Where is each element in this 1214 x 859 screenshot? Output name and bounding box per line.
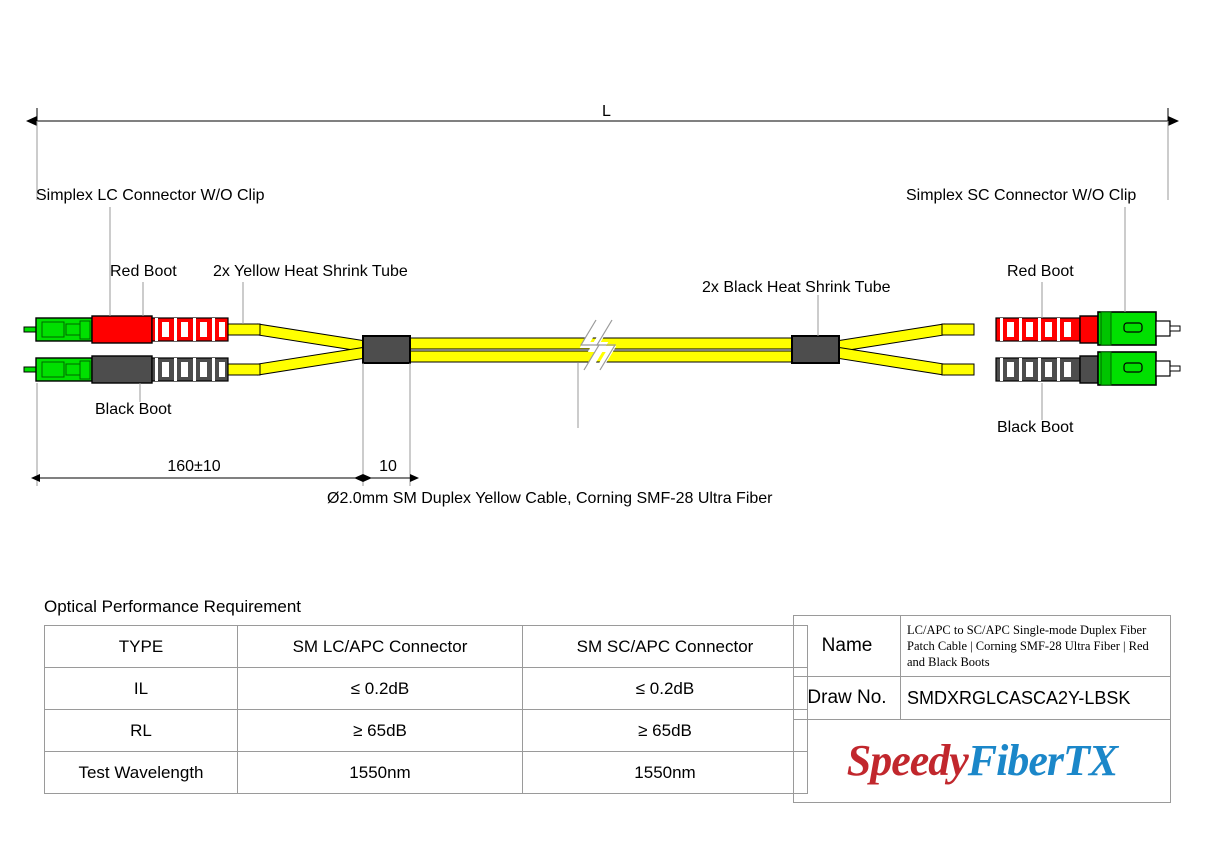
callout-yellow-heat-shrink: 2x Yellow Heat Shrink Tube — [213, 263, 408, 280]
title-block-logo-row: SpeedyFiberTX — [793, 719, 1171, 803]
row-il-lc: ≤ 0.2dB — [237, 667, 523, 710]
header-type: TYPE — [44, 625, 238, 668]
callout-right-black-boot: Black Boot — [997, 419, 1074, 436]
title-block-draw-no-row: Draw No. SMDXRGLCASCA2Y-LBSK — [793, 676, 1171, 720]
row-wavelength-type: Test Wavelength — [44, 751, 238, 794]
title-block-name-row: Name LC/APC to SC/APC Single-mode Duplex… — [793, 615, 1171, 677]
table-row: Test Wavelength 1550nm 1550nm — [44, 751, 808, 794]
callout-right-connector: Simplex SC Connector W/O Clip — [906, 187, 1137, 204]
name-label: Name — [793, 615, 901, 677]
row-il-sc: ≤ 0.2dB — [522, 667, 808, 710]
lc-connector-lower-black — [23, 355, 229, 384]
brand-logo-cell: SpeedyFiberTX — [793, 719, 1171, 803]
row-rl-lc: ≥ 65dB — [237, 709, 523, 752]
table-row: RL ≥ 65dB ≥ 65dB — [44, 709, 808, 752]
callout-left-connector: Simplex LC Connector W/O Clip — [36, 187, 265, 204]
break-symbol — [579, 318, 617, 376]
row-wavelength-lc: 1550nm — [237, 751, 523, 794]
header-lc-apc: SM LC/APC Connector — [237, 625, 523, 668]
callout-black-heat-shrink: 2x Black Heat Shrink Tube — [702, 279, 891, 296]
leader-lines — [36, 207, 1126, 486]
callout-right-red-boot: Red Boot — [1007, 263, 1074, 280]
callout-left-black-boot: Black Boot — [95, 401, 172, 418]
table-header-row: TYPE SM LC/APC Connector SM SC/APC Conne… — [44, 625, 808, 668]
name-value: LC/APC to SC/APC Single-mode Duplex Fibe… — [900, 615, 1171, 677]
row-il-type: IL — [44, 667, 238, 710]
row-rl-type: RL — [44, 709, 238, 752]
optical-performance-table: TYPE SM LC/APC Connector SM SC/APC Conne… — [44, 625, 808, 794]
black-heat-shrink-tube-left — [362, 335, 411, 364]
brand-logo: SpeedyFiberTX — [800, 724, 1164, 798]
callout-left-red-boot: Red Boot — [110, 263, 177, 280]
cable-assembly — [23, 311, 1181, 386]
lc-connector-upper-red — [23, 315, 229, 344]
title-block: Name LC/APC to SC/APC Single-mode Duplex… — [793, 615, 1171, 803]
witness-lines — [36, 121, 1169, 200]
table-row: IL ≤ 0.2dB ≤ 0.2dB — [44, 667, 808, 710]
dimension-furcation-length: 10 — [379, 458, 397, 475]
row-wavelength-sc: 1550nm — [522, 751, 808, 794]
dimension-leg-length: 160±10 — [167, 458, 221, 475]
draw-no-value: SMDXRGLCASCA2Y-LBSK — [900, 676, 1171, 720]
cable-note: Ø2.0mm SM Duplex Yellow Cable, Corning S… — [327, 490, 773, 507]
header-sc-apc: SM SC/APC Connector — [522, 625, 808, 668]
performance-table-title: Optical Performance Requirement — [44, 597, 302, 616]
sc-connector-upper-red — [995, 311, 1181, 346]
row-rl-sc: ≥ 65dB — [522, 709, 808, 752]
draw-no-label: Draw No. — [793, 676, 901, 720]
overall-length-label: L — [602, 103, 611, 120]
logo-text-speedy: Speedy — [846, 736, 969, 785]
logo-text-fibertx: FiberTX — [967, 736, 1118, 785]
sc-connector-lower-black — [995, 351, 1181, 386]
black-heat-shrink-tube-right — [791, 335, 840, 364]
